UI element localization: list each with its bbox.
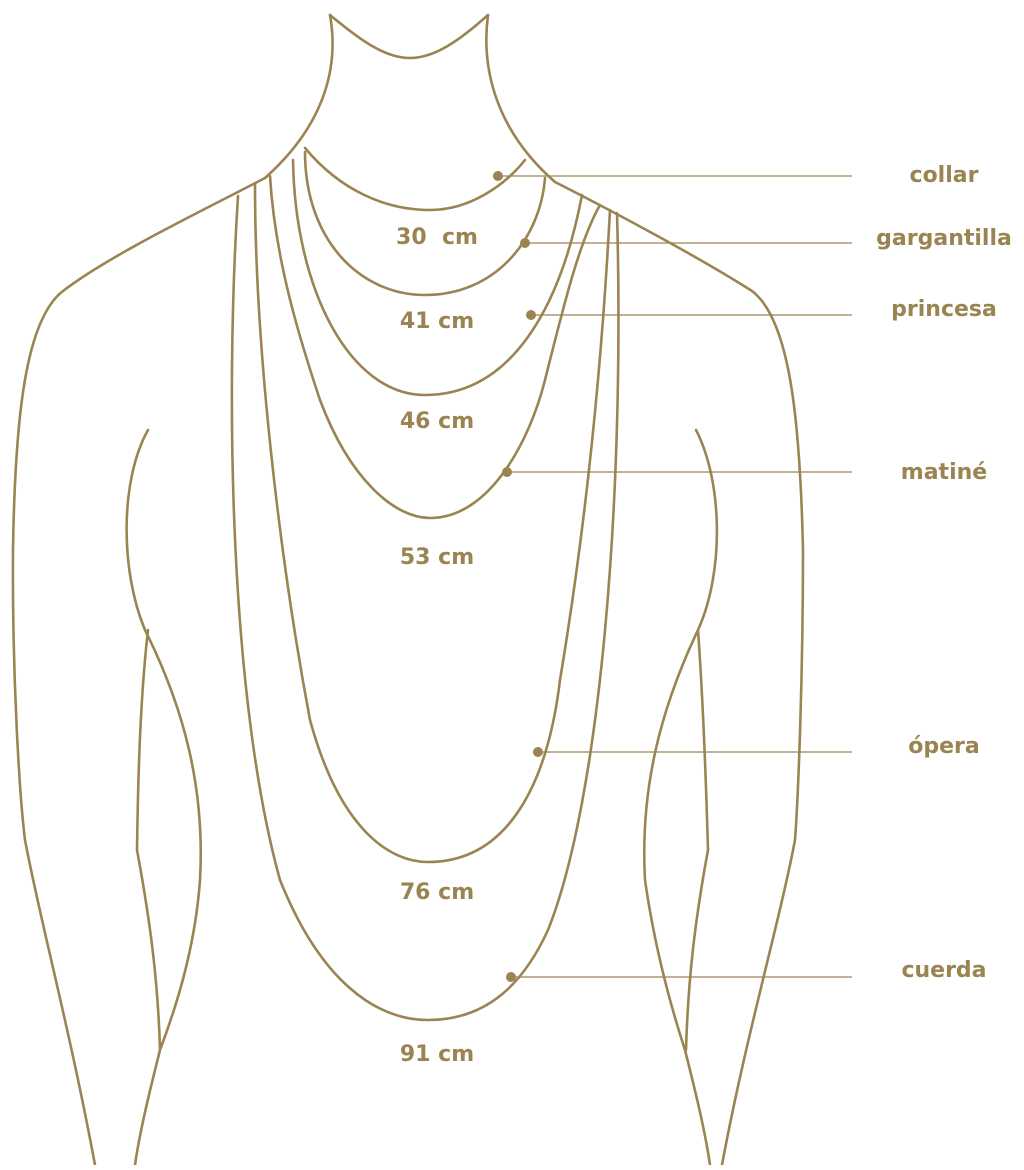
dot-gargantilla [520, 238, 530, 248]
name-collar: collar [910, 163, 979, 188]
torso-outline [13, 15, 803, 1165]
neck-left [265, 15, 333, 178]
name-cuerda: cuerda [901, 958, 986, 983]
name-matine: matiné [901, 460, 987, 485]
name-labels: collar gargantilla princesa matiné ópera… [876, 163, 1012, 983]
dot-matine [502, 467, 512, 477]
length-labels: 30 cm 41 cm 46 cm 53 cm 76 cm 91 cm [396, 225, 478, 1067]
dot-opera [533, 747, 543, 757]
necklace-gargantilla [305, 152, 545, 295]
left-shoulder-arm [13, 178, 265, 1165]
length-cuerda: 91 cm [400, 1042, 474, 1067]
neck-right [486, 15, 555, 182]
right-torso-side [686, 630, 708, 1050]
name-gargantilla: gargantilla [876, 226, 1012, 251]
length-collar: 30 cm [396, 225, 478, 250]
length-gargantilla: 41 cm [400, 309, 474, 334]
leaders [493, 171, 852, 982]
length-matine: 53 cm [400, 545, 474, 570]
necklace-princesa [293, 160, 582, 395]
dot-collar [493, 171, 503, 181]
necklace-collar [305, 148, 525, 210]
dot-cuerda [506, 972, 516, 982]
chin-line [330, 15, 488, 58]
length-opera: 76 cm [400, 880, 474, 905]
dot-princesa [526, 310, 536, 320]
name-princesa: princesa [891, 297, 997, 322]
name-opera: ópera [908, 734, 979, 759]
length-princesa: 46 cm [400, 409, 474, 434]
left-torso-side [137, 630, 160, 1050]
